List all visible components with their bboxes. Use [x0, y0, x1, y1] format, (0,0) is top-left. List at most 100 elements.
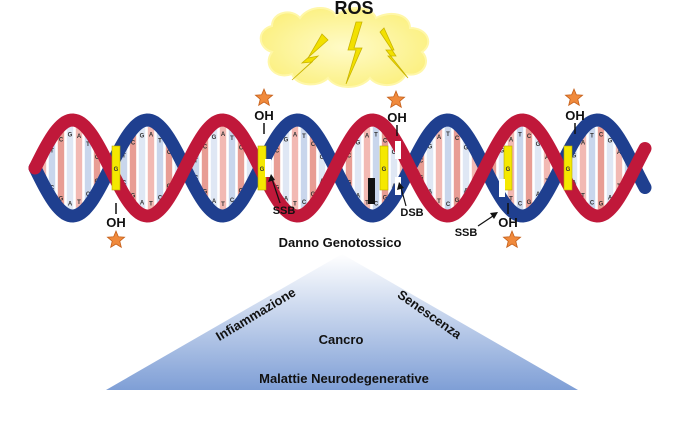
base-letter: G	[506, 167, 511, 173]
strand-breaks: G G G G G	[111, 141, 573, 204]
dna-strand-blue	[28, 113, 652, 223]
oxidized-base	[503, 145, 513, 191]
base-letter: G	[455, 198, 460, 204]
base-letter: T	[581, 193, 585, 199]
base-pair	[147, 126, 155, 210]
base-letter: C	[59, 137, 64, 143]
base-letter: G	[284, 137, 289, 143]
ssb-label: SSB	[273, 205, 296, 217]
base-pair	[219, 125, 227, 211]
base-letter: G	[500, 149, 505, 155]
base-letter: G	[356, 141, 361, 147]
base-letter: T	[86, 142, 90, 148]
strand-gap	[499, 179, 505, 197]
oxidized-base	[379, 145, 389, 191]
base-letter: A	[356, 193, 361, 199]
oh-label: OH	[106, 215, 126, 230]
star-icon	[106, 229, 126, 249]
star-icon	[564, 87, 584, 107]
base-letter: G	[131, 193, 136, 199]
base-pair	[300, 127, 308, 209]
base-pair	[516, 125, 524, 211]
base-letter: A	[617, 150, 622, 156]
base-letter: A	[509, 137, 514, 143]
base-pair	[291, 125, 299, 211]
base-letter: A	[365, 133, 370, 139]
base-letter: T	[590, 133, 594, 139]
oh-label: OH	[498, 215, 518, 230]
base-letter: C	[311, 142, 316, 148]
base-letter: T	[365, 201, 369, 207]
base-letter: C	[347, 153, 352, 159]
base-letter: C	[590, 201, 595, 207]
base-letter: G	[608, 138, 613, 144]
base-letter: A	[545, 155, 550, 161]
lightning-bolt-icon	[291, 33, 329, 81]
oxidative-lesions: OH OH OH OH OH	[106, 87, 585, 249]
oxidized-base	[111, 145, 121, 191]
base-pair	[75, 127, 83, 209]
base-letter: A	[293, 132, 298, 138]
star-icon	[254, 87, 274, 107]
lightning-bolt-icon	[345, 21, 363, 85]
oh-label: OH	[565, 108, 585, 123]
base-letter: T	[509, 197, 513, 203]
base-letter: G	[114, 167, 119, 173]
base-letter: A	[221, 132, 226, 138]
base-letter: T	[293, 202, 297, 208]
base-letter: T	[77, 200, 81, 206]
base-letter: C	[455, 136, 460, 142]
ros-cloud	[259, 7, 430, 88]
base-letter: G	[566, 167, 571, 173]
damage-label: Danno Genotossico	[279, 235, 402, 250]
base-letter: G	[383, 196, 388, 202]
base-letter: G	[260, 167, 265, 173]
base-letter: A	[581, 141, 586, 147]
pyramid-triangle	[106, 254, 578, 390]
base-letter: T	[158, 138, 162, 144]
base-letter: T	[437, 199, 441, 205]
base-pair	[525, 127, 533, 209]
base-letter: T	[446, 132, 450, 138]
base-letter: T	[302, 134, 306, 140]
arrowhead-icon	[397, 182, 404, 190]
dna-strand-red	[28, 113, 652, 223]
lightning-bolt-icon	[379, 27, 409, 79]
dna-double-helix: TCCGGAATTCCGTCCGGAATTCCGTCCGGAATTCCGCGGA…	[28, 113, 652, 223]
strand-gap	[395, 141, 401, 159]
base-letter: C	[527, 134, 532, 140]
base-letter: G	[572, 153, 577, 159]
break-annotations: SSB DSB SSB	[268, 174, 498, 239]
star-icon	[502, 229, 522, 249]
outcome-cancer: Cancro	[319, 332, 364, 347]
base-letter: G	[212, 135, 217, 141]
base-letter: G	[428, 144, 433, 150]
base-letter: A	[437, 135, 442, 141]
base-letter: T	[194, 159, 198, 165]
base-letter: G	[536, 142, 541, 148]
base-letter: C	[167, 150, 172, 156]
arrowhead-icon	[490, 212, 498, 219]
dsb-lesion	[368, 178, 375, 204]
base-pair	[588, 126, 596, 210]
strand-gap	[265, 159, 271, 177]
outcome-neurodegenerative: Malattie Neurodegenerative	[259, 371, 429, 386]
base-letter: T	[149, 201, 153, 207]
base-letter: T	[230, 136, 234, 142]
base-letter: A	[149, 133, 154, 139]
base-letter: G	[464, 146, 469, 152]
dsb-label: DSB	[400, 207, 423, 219]
base-letter: C	[230, 198, 235, 204]
base-pair	[66, 125, 74, 211]
base-letter: G	[392, 150, 397, 156]
base-letter: G	[527, 200, 532, 206]
base-letter: T	[374, 133, 378, 139]
base-letter: G	[140, 133, 145, 139]
base-letter: A	[608, 196, 613, 202]
base-letter: C	[158, 196, 163, 202]
base-letter: G	[320, 155, 325, 161]
base-letter: C	[95, 155, 100, 161]
base-letter: T	[50, 149, 54, 155]
cloud-shape	[259, 7, 430, 88]
